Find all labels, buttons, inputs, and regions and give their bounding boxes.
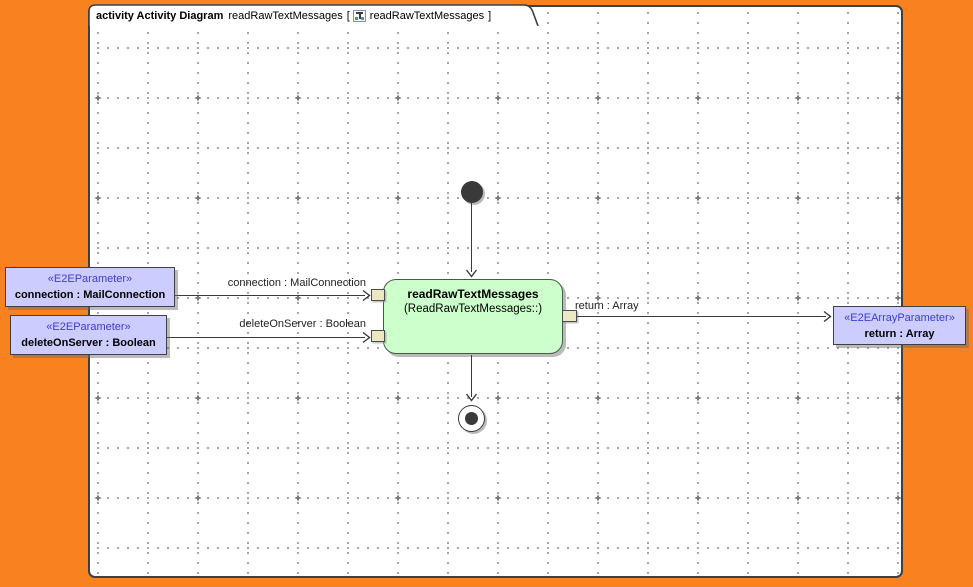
arrowhead-down-icon xyxy=(465,393,478,402)
edge-final-flow[interactable] xyxy=(471,355,473,397)
frame-tab-text: activity Activity Diagram readRawTextMes… xyxy=(88,3,541,26)
stereotype-label: «E2EParameter» xyxy=(46,321,131,333)
initial-node[interactable] xyxy=(461,181,483,203)
final-node-dot xyxy=(465,412,478,425)
activity-name: readRawTextMessages xyxy=(407,287,539,301)
edge-label-return[interactable]: return : Array xyxy=(575,300,639,312)
parameter-node-return[interactable]: «E2EArrayParameter» return : Array xyxy=(833,306,966,345)
output-pin-return[interactable] xyxy=(562,310,577,322)
arrowhead-down-icon xyxy=(465,269,478,278)
edge-connection[interactable] xyxy=(175,295,365,297)
frame-diagram-name: readRawTextMessages xyxy=(228,10,343,22)
activity-node[interactable]: readRawTextMessages (ReadRawTextMessages… xyxy=(383,279,563,354)
parameter-name: deleteOnServer : Boolean xyxy=(21,337,156,349)
arrowhead-right-icon xyxy=(362,289,371,302)
input-pin-deleteonserver[interactable] xyxy=(371,330,385,342)
input-pin-connection[interactable] xyxy=(371,289,385,301)
stereotype-label: «E2EParameter» xyxy=(47,273,133,285)
edge-initial-flow[interactable] xyxy=(471,202,473,272)
frame-close-bracket: ] xyxy=(488,10,492,22)
parameter-node-deleteonserver[interactable]: «E2EParameter» deleteOnServer : Boolean xyxy=(10,315,167,355)
arrowhead-right-icon xyxy=(362,331,371,344)
edge-deleteonserver[interactable] xyxy=(167,337,365,339)
frame-open-bracket: [ xyxy=(346,10,350,22)
diagram-frame-tab[interactable]: activity Activity Diagram readRawTextMes… xyxy=(88,3,541,26)
activity-diagram-icon xyxy=(352,10,366,22)
frame-ref-name: readRawTextMessages xyxy=(369,10,485,22)
parameter-node-connection[interactable]: «E2EParameter» connection : MailConnecti… xyxy=(5,267,175,307)
stereotype-label: «E2EArrayParameter» xyxy=(844,312,955,324)
frame-tab-shape xyxy=(88,4,539,26)
parameter-name: connection : MailConnection xyxy=(14,289,166,301)
frame-keyword: activity Activity Diagram xyxy=(96,10,224,22)
edge-return[interactable] xyxy=(577,316,826,318)
activity-final-node[interactable] xyxy=(458,405,485,432)
edge-label-deleteonserver[interactable]: deleteOnServer : Boolean xyxy=(239,318,366,330)
edge-label-connection[interactable]: connection : MailConnection xyxy=(227,277,366,289)
activity-qualifier: (ReadRawTextMessages::) xyxy=(403,303,543,315)
arrowhead-right-icon xyxy=(823,310,832,323)
parameter-name: return : Array xyxy=(864,328,935,340)
